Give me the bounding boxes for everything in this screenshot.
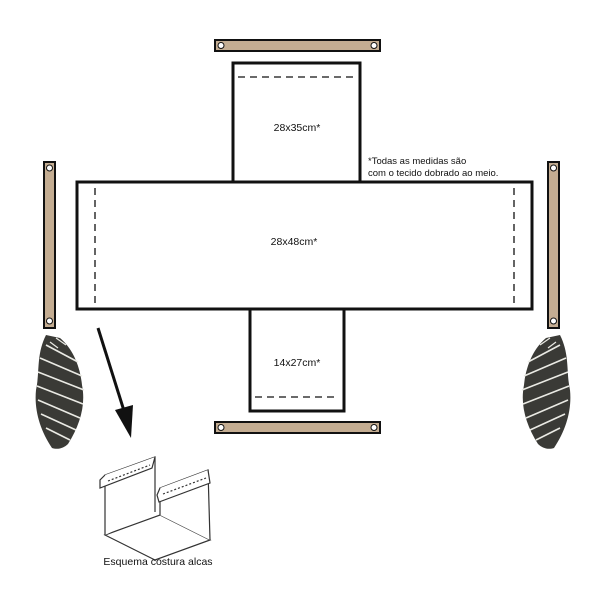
panel-top bbox=[231, 61, 362, 184]
note-line-1: *Todas as medidas são bbox=[368, 156, 466, 167]
wooden-bar-right bbox=[547, 161, 560, 329]
note-line-2: com o tecido dobrado ao meio. bbox=[368, 168, 498, 179]
rope-left-icon bbox=[35, 335, 85, 449]
caption: Esquema costura alcas bbox=[103, 556, 212, 568]
panel-center bbox=[75, 180, 534, 311]
panel-bottom-label: 14x27cm* bbox=[274, 357, 321, 369]
wooden-bar-top bbox=[214, 39, 381, 52]
arrow-icon bbox=[96, 327, 133, 438]
panel-bottom bbox=[248, 307, 346, 413]
strap-sewing-sketch bbox=[99, 456, 212, 561]
wooden-bar-bottom bbox=[214, 421, 381, 434]
panel-center-label: 28x48cm* bbox=[271, 236, 318, 248]
panel-top-label: 28x35cm* bbox=[274, 122, 321, 134]
rope-right-icon bbox=[521, 335, 571, 449]
wooden-bar-left bbox=[43, 161, 56, 329]
